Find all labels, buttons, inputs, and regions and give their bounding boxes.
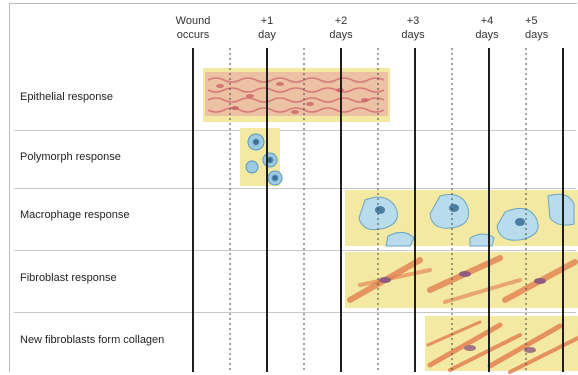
epithelial-cells <box>205 72 388 116</box>
